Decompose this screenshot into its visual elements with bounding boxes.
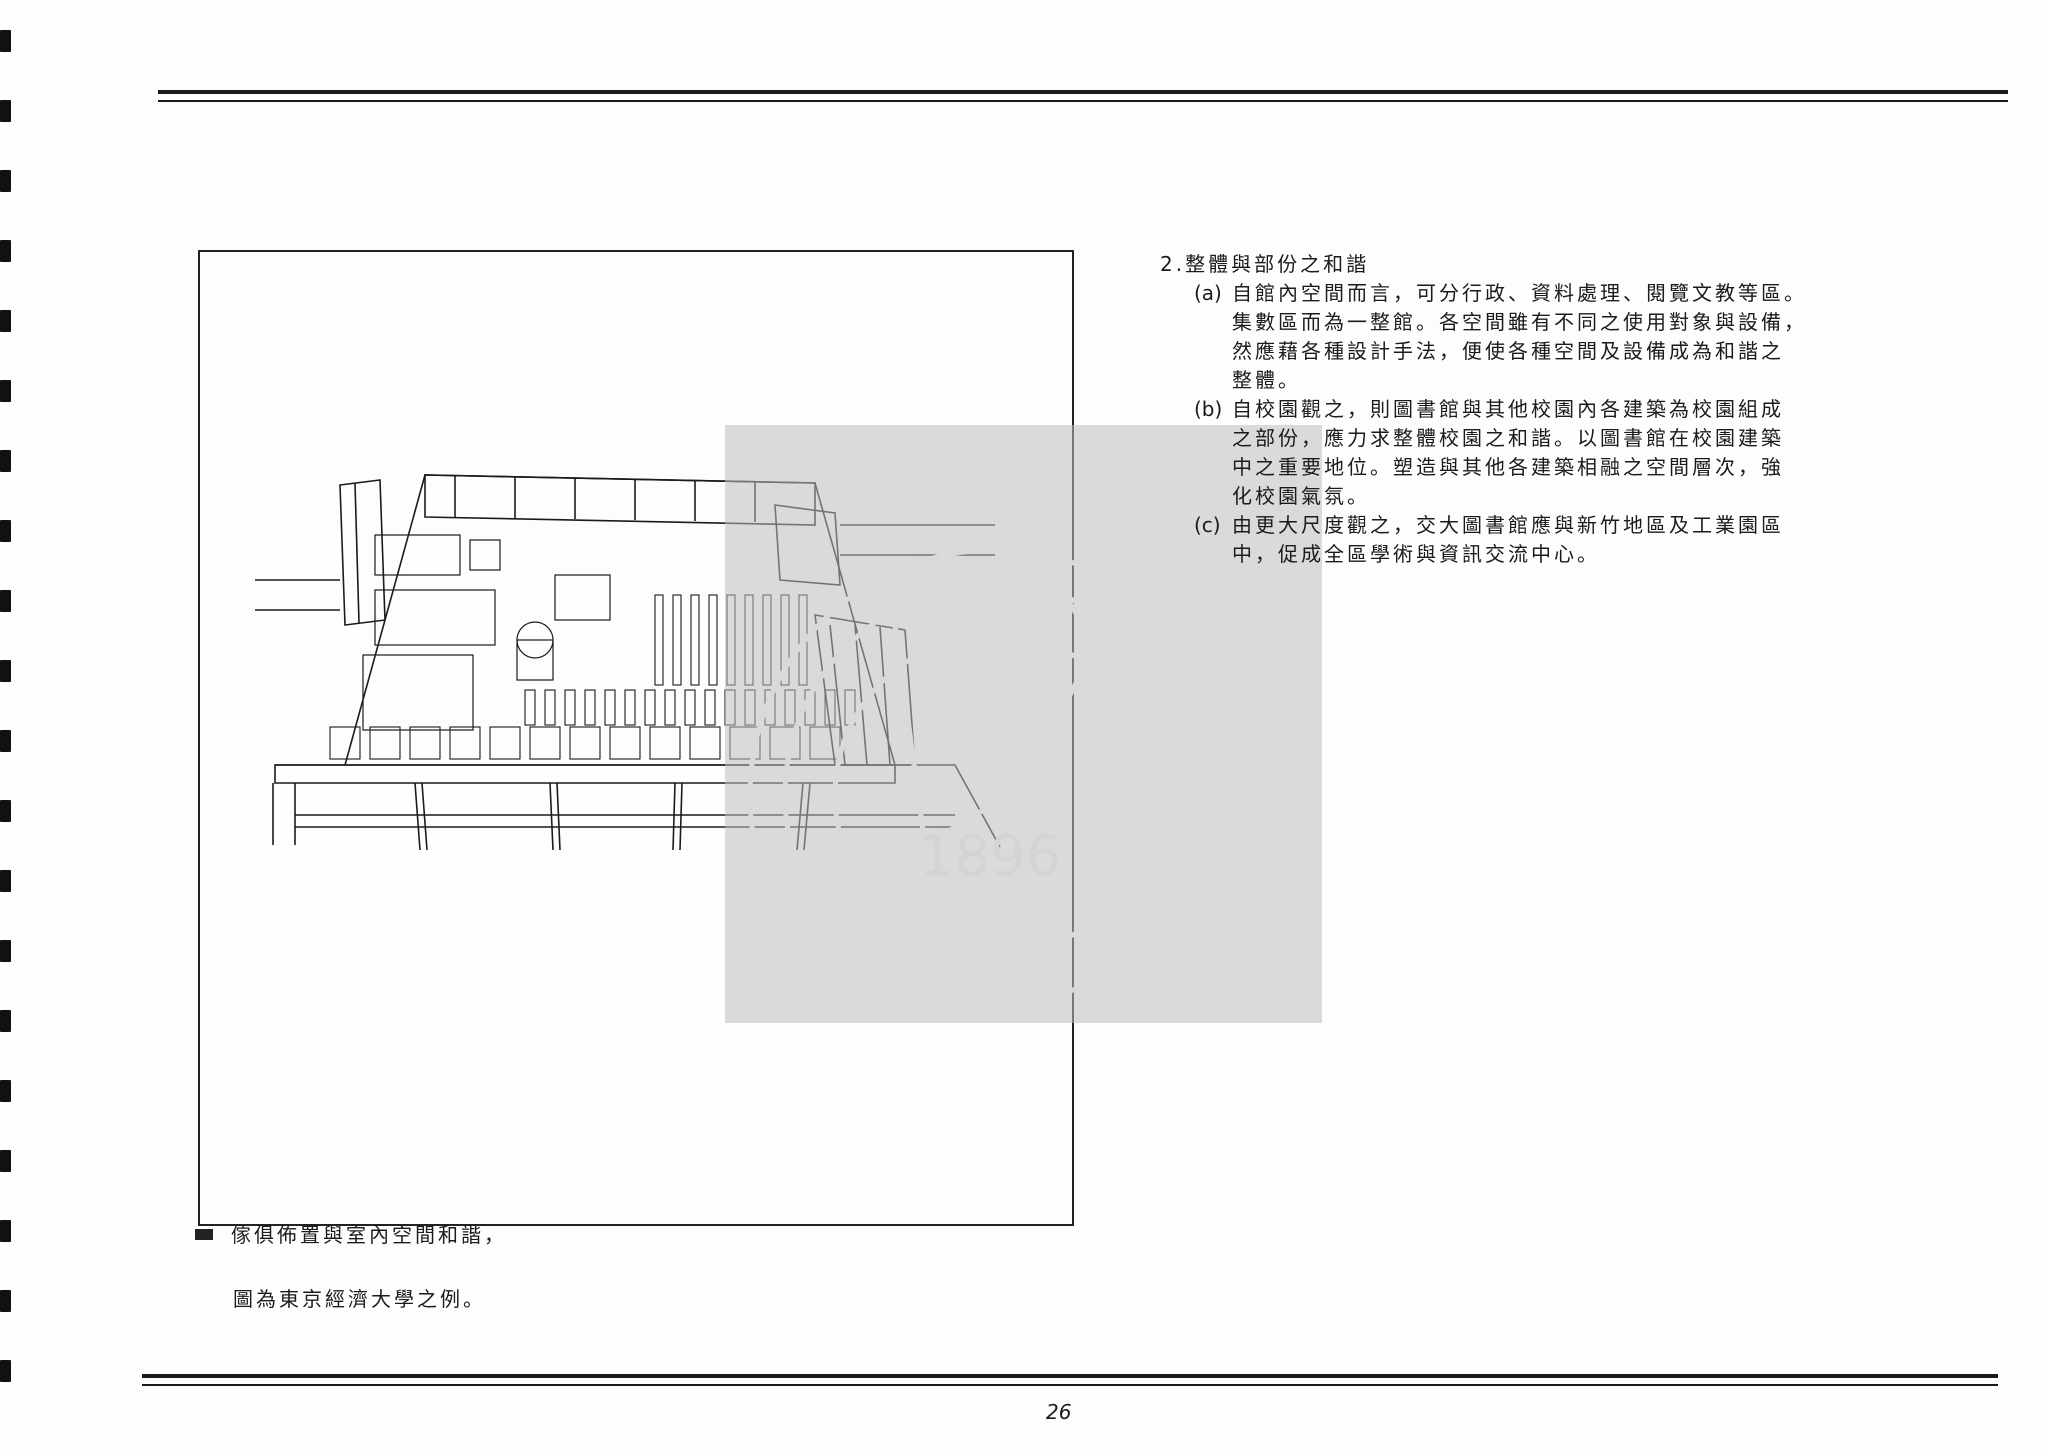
item-line: 整體。 <box>1232 368 1301 392</box>
list-item-c: (c) 由更大尺度觀之，交大圖書館應與新竹地區及工業園區 中，促成全區學術與資訊… <box>1160 511 1990 569</box>
item-tag: (a) <box>1194 281 1222 305</box>
item-tag: (c) <box>1194 513 1221 537</box>
watermark-year: 1896 <box>919 824 1062 889</box>
item-tag: (b) <box>1194 397 1223 421</box>
university-seal-watermark: 1896 <box>725 425 1322 1023</box>
section-text: 2.整體與部份之和諧 (a) 自館內空間而言，可分行政、資料處理、閱覽文教等區。… <box>1160 250 1990 569</box>
page-number: 26 <box>1046 1400 1072 1424</box>
top-rule <box>158 90 2008 102</box>
library-axonometric-drawing <box>255 474 1001 851</box>
caption-marker-icon <box>195 1229 213 1240</box>
caption-line-2: 圖為東京經濟大學之例。 <box>233 1287 486 1311</box>
list-item-a: (a) 自館內空間而言，可分行政、資料處理、閱覽文教等區。 集數區而為一整館。各… <box>1160 279 1990 395</box>
list-item-b: (b) 自校園觀之，則圖書館與其他校園內各建築為校園組成 之部份，應力求整體校園… <box>1160 395 1990 511</box>
item-line: 化校園氣氛。 <box>1232 484 1370 508</box>
item-line: 自校園觀之，則圖書館與其他校園內各建築為校園組成 <box>1232 397 1784 421</box>
item-line: 自館內空間而言，可分行政、資料處理、閱覽文教等區。 <box>1232 281 1807 305</box>
item-line: 中之重要地位。塑造與其他各建築相融之空間層次，強 <box>1232 455 1784 479</box>
bottom-rule <box>142 1374 1998 1386</box>
spiral-binding <box>0 0 16 1450</box>
item-line: 集數區而為一整館。各空間雖有不同之使用對象與設備， <box>1232 310 1807 334</box>
figure-caption: 傢俱佈置與室內空間和諧， <box>195 1220 507 1250</box>
item-line: 中，促成全區學術與資訊交流中心。 <box>1232 542 1600 566</box>
item-line: 由更大尺度觀之，交大圖書館應與新竹地區及工業園區 <box>1232 513 1784 537</box>
caption-line-1: 傢俱佈置與室內空間和諧， <box>231 1223 507 1247</box>
item-line: 之部份，應力求整體校園之和諧。以圖書館在校園建築 <box>1232 426 1784 450</box>
section-title: 2.整體與部份之和諧 <box>1160 252 1370 276</box>
item-line: 然應藉各種設計手法，便使各種空間及設備成為和諧之 <box>1232 339 1784 363</box>
